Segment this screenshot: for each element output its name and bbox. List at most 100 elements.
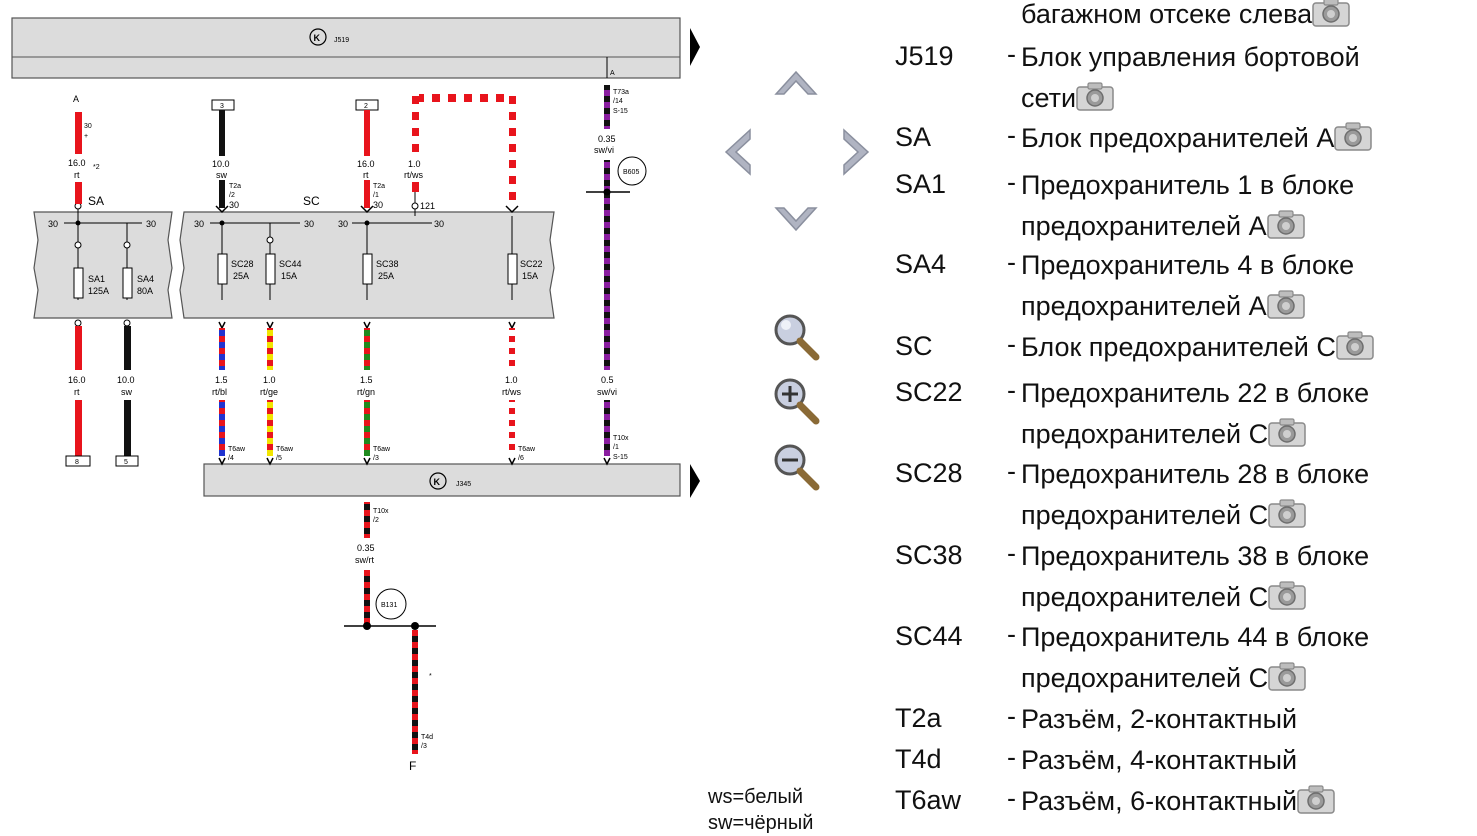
camera-icon[interactable] (1336, 330, 1374, 360)
module-j519-arrow (690, 28, 700, 66)
chevron-right-icon (843, 128, 870, 176)
camera-icon[interactable] (1312, 0, 1350, 27)
wire-label: 2 (364, 103, 368, 110)
wire-label: /6 (518, 455, 524, 462)
camera-icon[interactable] (1268, 417, 1306, 447)
wire-label: T2a (373, 183, 385, 190)
zoom-in-button[interactable] (770, 374, 822, 426)
legend-text: предохранителей С (1021, 663, 1269, 693)
camera-icon[interactable] (1266, 209, 1305, 239)
zoom-out-button[interactable] (770, 440, 822, 492)
legend-description: Предохранитель 44 в блоке предохранителей… (1021, 617, 1369, 699)
wire-label: A (610, 70, 615, 77)
camera-icon[interactable] (1268, 580, 1306, 610)
legend-description-line: Предохранитель 38 в блоке (1021, 536, 1369, 577)
legend-description-line: Предохранитель 22 в блоке (1021, 373, 1369, 414)
camera-icon[interactable] (1268, 661, 1306, 691)
legend-description-line: сети (1021, 78, 1360, 119)
wire-label: T73a (613, 89, 629, 96)
rail-label: 30 (146, 219, 156, 229)
zoom-fit-button[interactable] (770, 310, 822, 362)
legend-description-line: предохранителей С (1021, 577, 1369, 618)
wire-label: * (429, 673, 432, 680)
wire-label: 1.0 (408, 159, 421, 169)
legend-description-line: предохранителей А (1021, 286, 1354, 327)
module-j345-arrow (690, 464, 700, 498)
wire-label: 1.5 (360, 375, 373, 385)
zoom-icon (774, 314, 820, 361)
legend-code: SC38 (895, 540, 963, 570)
camera-icon[interactable] (1076, 81, 1114, 111)
legend-dash: - (1007, 120, 1016, 150)
wire-label: /3 (373, 455, 379, 462)
legend-description-line: Разъём, 6-контактный (1021, 781, 1335, 822)
camera-icon[interactable] (1334, 121, 1373, 151)
wire-label: sw (216, 170, 228, 180)
pan-left-button[interactable] (718, 124, 758, 180)
fuse-box-sa: SA 30 30 (33, 194, 173, 319)
fuse-rating: 15A (522, 271, 538, 281)
pan-down-button[interactable] (770, 198, 822, 238)
wire-label: /4 (228, 455, 234, 462)
legend-text: Разъём, 4-контактный (1021, 745, 1298, 775)
legend-text: сети (1021, 83, 1077, 113)
legend-dash: - (1007, 701, 1016, 731)
legend-description-line: Предохранитель 4 в блоке (1021, 245, 1354, 286)
legend-text: Предохранитель 38 в блоке (1021, 541, 1370, 571)
legend-dash: - (1007, 329, 1016, 359)
legend-description-line: предохранителей А (1021, 206, 1354, 247)
legend-description-line: Предохранитель 1 в блоке (1021, 165, 1354, 206)
legend-code: SA4 (895, 249, 947, 279)
wire-label: 5 (124, 459, 128, 466)
pan-right-button[interactable] (836, 124, 876, 180)
wire-label: /5 (276, 455, 282, 462)
legend-code: J519 (895, 41, 954, 71)
legend-description-line: Блок предохранителей А (1021, 118, 1373, 159)
legend-code: T6aw (895, 785, 962, 815)
legend-text: Блок управления бортовой (1021, 42, 1360, 72)
wire-label: sw/rt (355, 555, 374, 565)
legend-code: SC28 (895, 458, 963, 488)
legend-description: Разъём, 6-контактный (1021, 781, 1335, 822)
pan-up-button[interactable] (770, 64, 822, 104)
color-key-sw: sw=чёрный (708, 812, 814, 834)
wire-label: S-15 (613, 108, 628, 115)
fuse-name: SC22 (520, 259, 543, 269)
wire-label: rt/ge (260, 387, 278, 397)
wire-label: F (409, 759, 416, 773)
legend-text: Разъём, 6-контактный (1021, 786, 1298, 816)
camera-icon[interactable] (1268, 498, 1306, 528)
wire-label: 10.0 (117, 375, 135, 385)
wire-label: + (84, 133, 88, 140)
legend-description-line: Предохранитель 44 в блоке (1021, 617, 1369, 658)
wire-label: 16.0 (357, 159, 375, 169)
legend-text: Предохранитель 4 в блоке (1021, 250, 1355, 280)
color-key-ws: ws=белый (708, 786, 804, 808)
wire-label: 1.0 (263, 375, 276, 385)
wire-label: 8 (75, 459, 79, 466)
legend-description: Блок управления бортовой сети (1021, 37, 1360, 119)
chevron-down-icon (774, 207, 818, 232)
legend-code: SC44 (895, 621, 963, 651)
fuse-rating: 25A (233, 271, 249, 281)
camera-icon[interactable] (1266, 289, 1305, 319)
wire-label: T6aw (373, 446, 391, 453)
fuse-sc38: SC38 25A (362, 253, 399, 285)
legend-code: SA1 (895, 169, 947, 199)
fuse-sc28: SC28 25A (217, 253, 254, 285)
legend-description: Разъём, 4-контактный (1021, 740, 1297, 781)
wire-sc44-out: 1.0 rt/ge T6aw /5 (260, 321, 294, 466)
camera-icon[interactable] (1297, 784, 1335, 814)
node-b131 (375, 588, 407, 620)
legend-text: предохранителей А (1021, 291, 1267, 321)
fuse-box-sc-label: SC (303, 194, 320, 208)
wire-label: rt/ws (404, 170, 423, 180)
wire-label: B605 (623, 169, 639, 176)
wire-black-violet: A T73a /14 S-15 0.35 sw/vi B605 (586, 57, 647, 456)
rail-label: 30 (338, 219, 348, 229)
legend-text: Предохранитель 44 в блоке (1021, 622, 1370, 652)
fuse-sc44: SC44 15A (265, 253, 302, 285)
legend-code: T2a (895, 703, 942, 733)
legend-text: Блок предохранителей С (1021, 332, 1336, 362)
